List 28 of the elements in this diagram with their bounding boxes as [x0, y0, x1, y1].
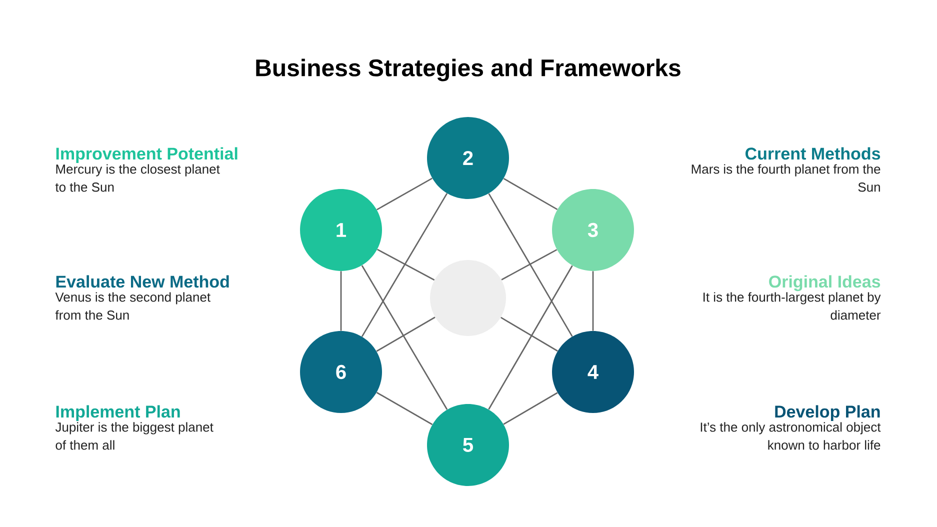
connector-line: [340, 271, 342, 331]
connector-line: [488, 265, 573, 410]
connector-line: [361, 193, 448, 337]
heading: Develop Plan: [775, 405, 880, 422]
connector-line: [377, 248, 435, 281]
center-circle: [430, 260, 506, 336]
heading: Original Ideas: [769, 275, 880, 292]
connector-line: [376, 392, 433, 426]
description: Mercury is the closest planet to the Sun: [55, 164, 220, 192]
description: Jupiter is the biggest planet of them all: [55, 422, 214, 450]
description: It’s the only astronomical object known to harbor life: [700, 422, 881, 450]
connector-line: [501, 249, 558, 280]
heading: Implement Plan: [56, 405, 180, 422]
heading: Evaluate New Method: [56, 275, 229, 288]
connector-line: [361, 265, 448, 410]
heading: Improvement Potential: [56, 147, 238, 164]
connector-line: [488, 193, 573, 337]
connector-line: [376, 316, 436, 352]
description: Mars is the fourth planet from the Sun: [692, 164, 880, 192]
description: Venus is the second planet from the Sun: [55, 292, 210, 320]
connector-line: [592, 271, 594, 331]
connector-line: [503, 392, 558, 425]
heading: Current Methods: [746, 147, 880, 160]
connector-line: [503, 178, 558, 210]
connector-line: [500, 316, 558, 352]
title: Business Strategies and Frameworks: [256, 58, 680, 82]
description: It is the fourth-largest planet by diameter: [704, 292, 881, 320]
connector-line: [376, 178, 433, 210]
